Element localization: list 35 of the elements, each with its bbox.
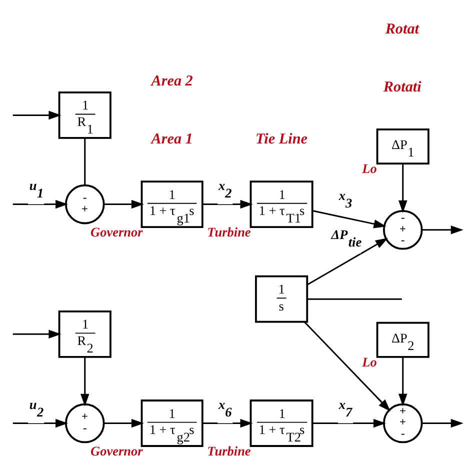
- arrow: [422, 418, 464, 428]
- node-label: Turbine: [207, 444, 251, 459]
- label: Rotati: [383, 78, 422, 96]
- node-label: Governor: [90, 224, 143, 240]
- node-circle: + -: [64, 403, 105, 444]
- arrow: [398, 164, 408, 213]
- node-box: 1 s: [255, 275, 308, 323]
- connector: [307, 298, 402, 300]
- connector: [84, 138, 86, 186]
- node-label: Lo: [362, 161, 377, 176]
- node-label: Lo: [362, 354, 377, 370]
- arrow: [304, 321, 391, 412]
- node-label: Turbine: [207, 224, 251, 240]
- arrow: [12, 110, 62, 120]
- arrow: [398, 357, 408, 406]
- arrow: [104, 418, 144, 428]
- arrow: [12, 418, 68, 428]
- arrow: [422, 226, 464, 234]
- arrow: [104, 200, 144, 209]
- arrow: [12, 200, 68, 209]
- arrow: [80, 357, 90, 406]
- label: Area 1: [151, 130, 193, 148]
- node-circle: - + -: [382, 210, 423, 250]
- arrow: [202, 200, 253, 209]
- arrow: [306, 238, 388, 286]
- arrow: [312, 418, 386, 428]
- arrow: [12, 330, 62, 339]
- label: Area 2: [151, 72, 193, 90]
- node-circle: - +: [64, 184, 105, 224]
- arrow: [202, 418, 253, 428]
- label: Tie Line: [255, 130, 308, 148]
- node-label: Governor: [90, 444, 143, 459]
- label: Rotat: [385, 20, 420, 38]
- arrow: [312, 210, 386, 228]
- node-circle: + + -: [382, 403, 423, 444]
